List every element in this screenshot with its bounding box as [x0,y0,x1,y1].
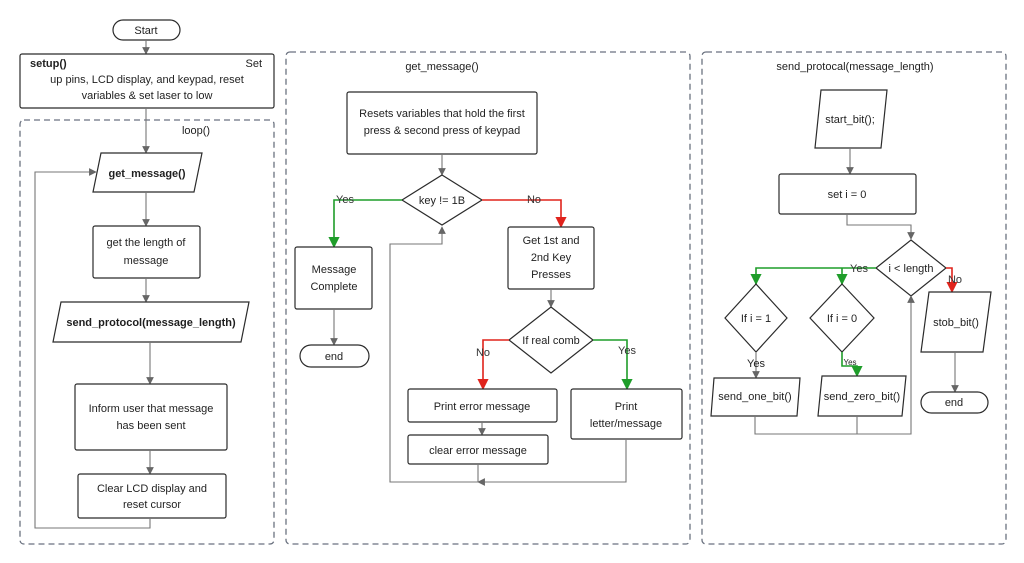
get-message-call-label: get_message() [108,168,185,180]
if-zero-label: If i = 0 [827,313,857,325]
loop-title: loop() [182,125,210,137]
complete-line2: Complete [310,281,357,293]
condition-yes-label: Yes [850,263,868,275]
send-zero-bit-node [817,375,907,417]
print-letter-line2: letter/message [590,418,662,430]
loop-frame [19,119,275,545]
clear-error-label: clear error message [429,445,527,457]
start-label: Start [134,25,157,37]
realcomb-no-label: No [476,347,490,359]
inform-line1: Inform user that message [89,403,214,415]
stob-bit-label: stob_bit() [933,317,979,329]
reset-line2: press & second press of keypad [364,125,521,137]
send-one-bit-node [710,377,801,417]
length-line2: message [124,255,169,267]
edge-loop-back [34,168,151,529]
set-i-label: set i = 0 [828,189,867,201]
realcomb-yes-label: Yes [618,345,636,357]
length-node [92,225,201,279]
if-one-yes-label: Yes [747,358,765,370]
clear-line2: reset cursor [123,499,181,511]
real-comb-decision-node [508,306,594,374]
edge-realcomb-no [477,339,509,391]
clear-lcd-node [77,473,227,519]
edge-ifzero-sendzero [841,352,863,378]
edge-realcomb-yes [593,339,633,391]
reset-vars-node [346,91,538,155]
complete-line1: Message [312,264,357,276]
inform-line2: has been sent [116,420,185,432]
setup-line2: up pins, LCD display, and keypad, reset [50,74,244,86]
get-keys-line3: Presses [531,269,571,281]
reset-line1: Resets variables that hold the first [359,108,525,120]
edge-seti-condition [846,214,915,240]
get-message-end-node [299,344,370,368]
key-no-label: No [527,194,541,206]
get-message-frame [285,51,691,545]
send-protocol-call-node [52,301,250,343]
setup-line3: variables & set laser to low [82,90,213,102]
length-line1: get the length of [107,237,187,249]
start-bit-node [814,89,888,149]
inform-node [74,383,228,451]
get-keys-line1: Get 1st and [523,235,580,247]
send-one-label: send_one_bit() [718,391,791,403]
edge-get-message-loop [389,226,478,483]
edge-key-no [482,199,567,229]
edge-condition-no [946,267,958,294]
stob-bit-node [920,291,992,353]
real-comb-label: If real comb [522,335,579,347]
key-yes-label: Yes [336,194,354,206]
get-message-call-node [92,152,203,193]
edge-condition-yes [750,267,876,286]
get-keys-line2: 2nd Key [531,252,572,264]
edge-send-loop-back [754,295,915,435]
setup-bold-label: setup() [30,58,67,70]
send-zero-label: send_zero_bit() [824,391,900,403]
send-protocol-end-node [920,391,989,414]
setup-node [19,53,275,109]
key-decision-node [400,174,484,226]
condition-no-label: No [948,274,962,286]
edge-print-merge [477,439,627,486]
if-one-label: If i = 1 [741,313,771,325]
send-protocol-frame [701,51,1007,545]
clear-line1: Clear LCD display and [97,483,207,495]
print-letter-line1: Print [615,401,638,413]
print-letter-node [570,388,683,440]
send-protocol-end-label: end [945,397,963,409]
print-error-label: Print error message [434,401,531,413]
message-complete-node [294,246,373,310]
send-protocol-call-label: send_protocol(message_length) [66,317,236,329]
send-protocol-title: send_protocal(message_length) [776,61,933,73]
get-message-title: get_message() [405,61,478,73]
start-bit-label: start_bit(); [825,114,875,126]
edge-key-yes [328,199,402,249]
setup-set-label: Set [245,58,262,70]
key-decision-label: key != 1B [419,195,465,207]
loop-condition-label: i < length [889,263,934,275]
get-message-end-label: end [325,351,343,363]
if-zero-yes-label: Yes [843,358,856,367]
